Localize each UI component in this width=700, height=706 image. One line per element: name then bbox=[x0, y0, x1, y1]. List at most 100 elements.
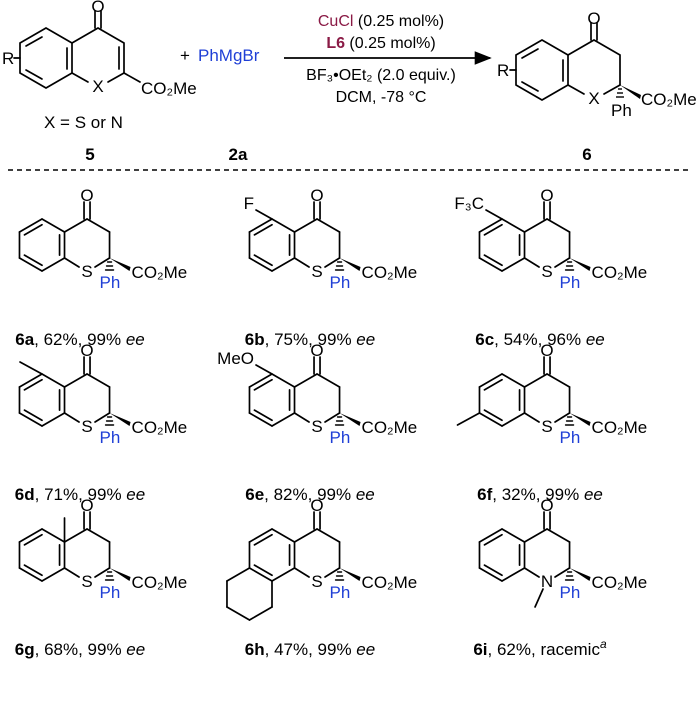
product-6e-caption: 6e, 82%, 99% ee bbox=[245, 485, 375, 504]
product-6b-ee: ee bbox=[356, 330, 375, 349]
ligand-loading: (0.25 mol%) bbox=[345, 35, 436, 52]
product-6-hash bbox=[616, 88, 624, 98]
product-6h-ester: CO₂Me bbox=[362, 573, 418, 592]
product-6i-caption: 6i, 62%, racemica bbox=[473, 637, 607, 659]
product-6a-hetero: S bbox=[81, 262, 92, 281]
product-6f-hetero: S bbox=[541, 417, 552, 436]
condition-additive: BF₃•OEt₂ (2.0 equiv.) bbox=[306, 67, 456, 84]
product-6f-ee: ee bbox=[584, 485, 603, 504]
product-6f-yield: , 32%, 99% bbox=[492, 485, 584, 504]
product-6c-yield: , 54%, 96% bbox=[494, 330, 586, 349]
product-6b-substituent: F bbox=[244, 194, 254, 213]
product-6e-yield: , 82%, 99% bbox=[264, 485, 356, 504]
product-6-substituent-r: R bbox=[497, 61, 509, 80]
product-6a-ee: ee bbox=[126, 330, 145, 349]
product-6i-ester: CO₂Me bbox=[592, 573, 648, 592]
product-6-label: 6 bbox=[582, 145, 591, 164]
ligand-name: L6 bbox=[326, 35, 345, 52]
product-6e-aryl: Ph bbox=[330, 428, 351, 447]
product-6-carbonyl-o: O bbox=[587, 9, 600, 28]
product-6h-ee: ee bbox=[356, 640, 375, 659]
product-6g-yield: , 68%, 99% bbox=[35, 640, 127, 659]
product-6d-carbonyl-o: O bbox=[80, 341, 93, 360]
product-6-aryl: Ph bbox=[611, 101, 632, 120]
reagent-label-2a: 2a bbox=[229, 145, 248, 164]
reactant-5-carbonyl-o: O bbox=[91, 0, 104, 16]
product-6i-yield: , 62%, racemic bbox=[488, 640, 601, 659]
product-6h-aryl: Ph bbox=[330, 583, 351, 602]
product-6f-aryl: Ph bbox=[560, 428, 581, 447]
product-6d-yield: , 71%, 99% bbox=[35, 485, 127, 504]
product-6f-ester: CO₂Me bbox=[592, 418, 648, 437]
product-6-ester: CO₂Me bbox=[641, 90, 697, 109]
product-6g-aryl: Ph bbox=[100, 583, 121, 602]
product-6 bbox=[509, 22, 621, 101]
product-6c-caption: 6c, 54%, 96% ee bbox=[475, 330, 605, 349]
product-6b-aryl: Ph bbox=[330, 273, 351, 292]
reactant-5-ester: CO₂Me bbox=[141, 79, 197, 98]
product-6f-id: 6f bbox=[477, 485, 492, 504]
product-6h-id: 6h bbox=[245, 640, 265, 659]
product-6e-substituent: MeO bbox=[217, 349, 254, 368]
product-6c-substituent: F₃C bbox=[454, 194, 484, 213]
product-6-hetero-x: X bbox=[588, 89, 599, 108]
reagent-phmgbr: PhMgBr bbox=[198, 46, 260, 65]
product-6a-ester: CO₂Me bbox=[132, 263, 188, 282]
reactant-5-note: X = S or N bbox=[44, 113, 123, 132]
reactant-5 bbox=[13, 10, 141, 89]
product-6d-caption: 6d, 71%, 99% ee bbox=[15, 485, 145, 504]
product-6d-ester: CO₂Me bbox=[132, 418, 188, 437]
product-6b-id: 6b bbox=[245, 330, 265, 349]
product-6c-aryl: Ph bbox=[560, 273, 581, 292]
product-6b-carbonyl-o: O bbox=[310, 186, 323, 205]
product-6f-carbonyl-o: O bbox=[540, 341, 553, 360]
reactant-5-label: 5 bbox=[85, 145, 94, 164]
product-6g-caption: 6g, 68%, 99% ee bbox=[15, 640, 145, 659]
product-6e-hetero: S bbox=[311, 417, 322, 436]
product-6g-id: 6g bbox=[15, 640, 35, 659]
reactant-5-substituent-r: R bbox=[2, 49, 14, 68]
product-6i-aryl: Ph bbox=[560, 583, 581, 602]
product-6g-ester: CO₂Me bbox=[132, 573, 188, 592]
product-6e-carbonyl-o: O bbox=[310, 341, 323, 360]
product-6a-carbonyl-o: O bbox=[80, 186, 93, 205]
catalyst-loading: (0.25 mol%) bbox=[353, 13, 444, 30]
condition-ligand: L6 (0.25 mol%) bbox=[326, 35, 435, 52]
product-6a-id: 6a bbox=[15, 330, 34, 349]
product-6d-hetero: S bbox=[81, 417, 92, 436]
product-6d-aryl: Ph bbox=[100, 428, 121, 447]
product-6h-yield: , 47%, 99% bbox=[265, 640, 357, 659]
product-6g-carbonyl-o: O bbox=[80, 496, 93, 515]
product-6d-ee: ee bbox=[126, 485, 145, 504]
product-6h-carbonyl-o: O bbox=[310, 496, 323, 515]
product-6e-ee: ee bbox=[356, 485, 375, 504]
catalyst-name: CuCl bbox=[318, 13, 354, 30]
product-6a-aryl: Ph bbox=[100, 273, 121, 292]
condition-solvent-temp: DCM, -78 °C bbox=[336, 89, 427, 106]
product-6b-ester: CO₂Me bbox=[362, 263, 418, 282]
product-6d-id: 6d bbox=[15, 485, 35, 504]
product-6a-yield: , 62%, 99% bbox=[34, 330, 126, 349]
product-6e-ester: CO₂Me bbox=[362, 418, 418, 437]
product-6h-hetero: S bbox=[311, 572, 322, 591]
product-6a-caption: 6a, 62%, 99% ee bbox=[15, 330, 145, 349]
product-6i-carbonyl-o: O bbox=[540, 496, 553, 515]
product-6b-hetero: S bbox=[311, 262, 322, 281]
plus-sign: + bbox=[180, 46, 190, 65]
product-6f-caption: 6f, 32%, 99% ee bbox=[477, 485, 603, 504]
product-6b-caption: 6b, 75%, 99% ee bbox=[245, 330, 375, 349]
condition-catalyst: CuCl (0.25 mol%) bbox=[318, 13, 444, 30]
product-6g-hetero: S bbox=[81, 572, 92, 591]
product-6i-ee: a bbox=[600, 637, 607, 651]
reactant-5-hetero-x: X bbox=[92, 77, 103, 96]
